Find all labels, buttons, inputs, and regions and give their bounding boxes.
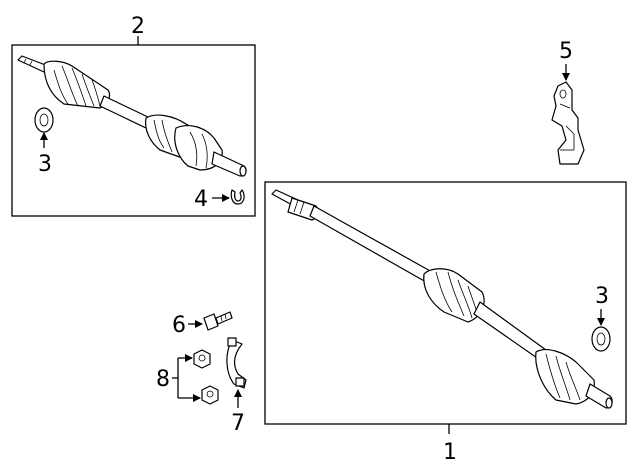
bracket-part-5 <box>551 81 585 165</box>
right-axle-shaft <box>271 189 613 409</box>
callout-3-right: 3 <box>595 284 609 309</box>
callout-7: 7 <box>231 411 245 436</box>
nut-part-8-upper <box>193 349 211 369</box>
callout-4: 4 <box>194 187 208 212</box>
circlip-right <box>591 326 611 352</box>
nut-part-8-lower <box>201 385 219 405</box>
callout-2: 2 <box>131 14 145 39</box>
callout-3-left: 3 <box>38 152 52 177</box>
circlip-left <box>34 107 54 133</box>
callout-5: 5 <box>559 39 573 64</box>
box-right-axle <box>264 181 627 425</box>
clip-part-4 <box>230 189 245 205</box>
bolt-part-6 <box>203 311 233 331</box>
callout-6: 6 <box>172 313 186 338</box>
callout-8: 8 <box>156 367 170 392</box>
clamp-part-7 <box>226 337 247 389</box>
left-axle-shaft <box>17 55 247 177</box>
box-left-axle <box>11 44 256 217</box>
callout-1: 1 <box>443 440 457 465</box>
